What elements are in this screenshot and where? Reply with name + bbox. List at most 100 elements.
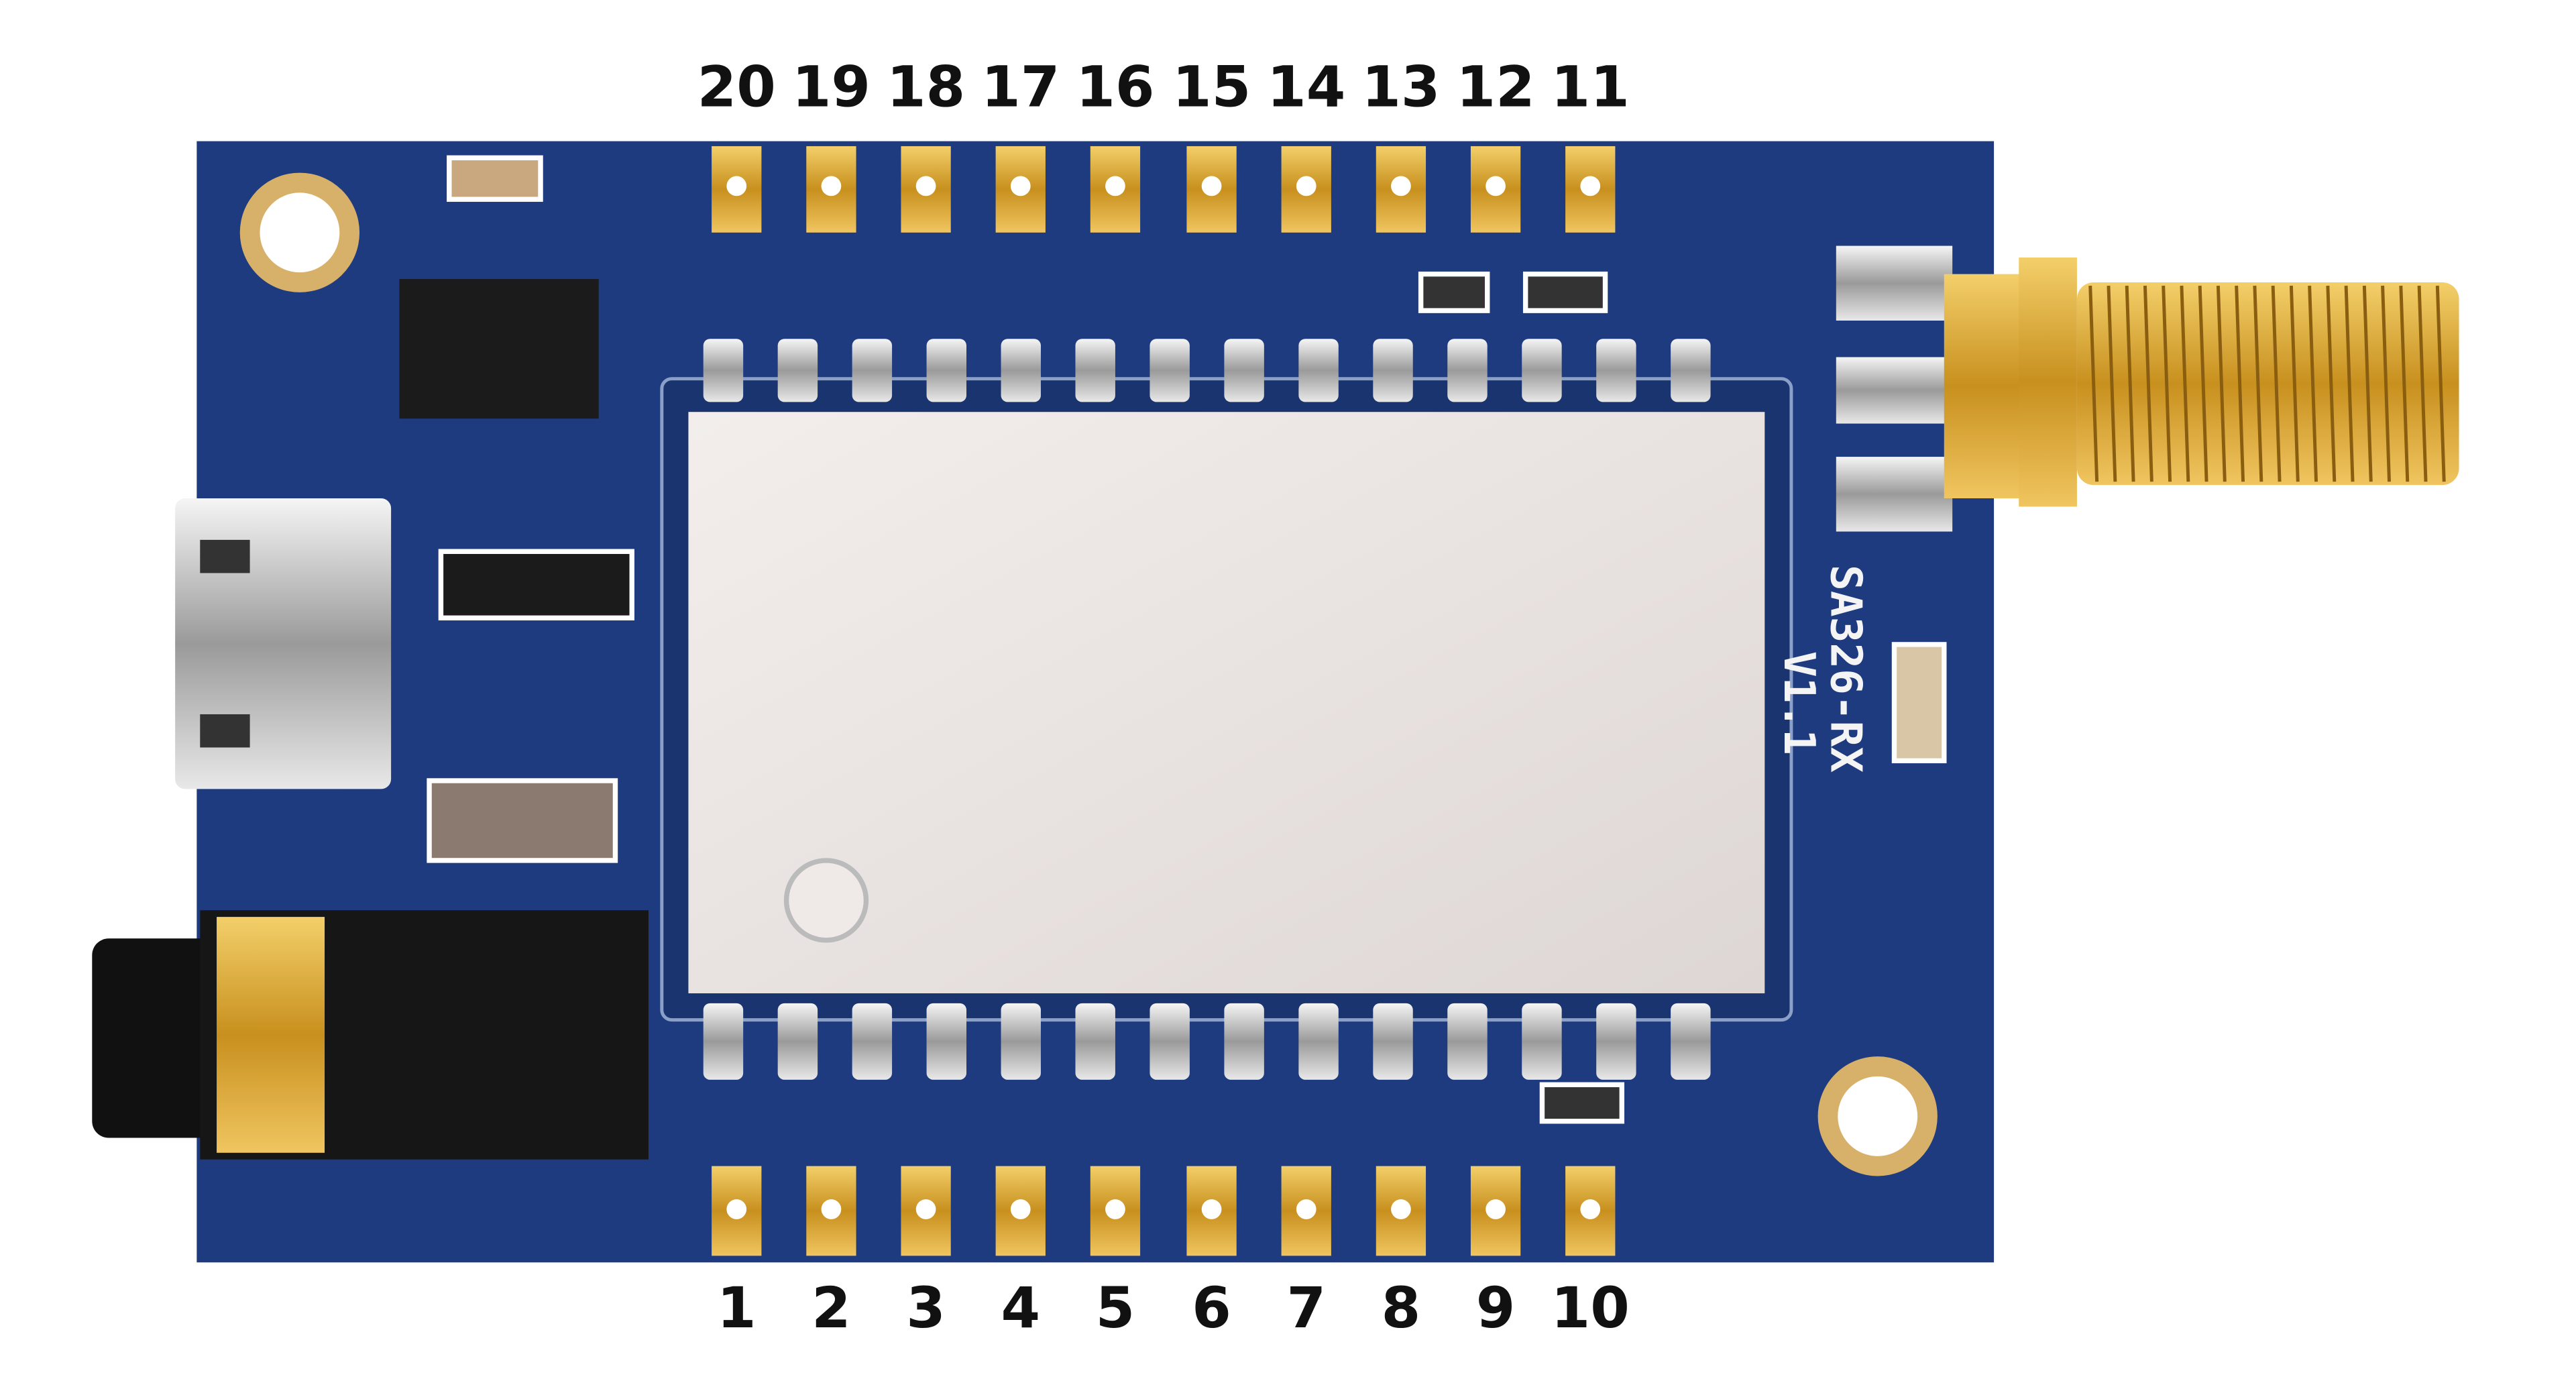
pin-label-top: 11 xyxy=(1551,54,1630,120)
sma-thread xyxy=(2125,285,2135,482)
header-pad-bottom xyxy=(1186,1166,1237,1256)
sma-thread xyxy=(2198,285,2208,482)
pin-label-bottom: 3 xyxy=(906,1275,946,1341)
module-castellation-top xyxy=(1150,339,1190,402)
smd-capacitor xyxy=(447,155,543,202)
header-pad-bottom xyxy=(901,1166,951,1256)
header-pad-bottom xyxy=(1470,1166,1521,1256)
pin-label-top: 17 xyxy=(981,54,1060,120)
module-castellation-top xyxy=(1447,339,1488,402)
module-castellation-bottom xyxy=(1075,1003,1115,1080)
sma-thread xyxy=(2326,285,2337,482)
mounting-hole-center xyxy=(1838,1076,1918,1156)
module-castellation-top xyxy=(1671,339,1711,402)
module-castellation-bottom xyxy=(703,1003,744,1080)
mounting-hole-center xyxy=(260,192,340,273)
module-castellation-bottom xyxy=(1447,1003,1488,1080)
module-castellation-bottom xyxy=(1298,1003,1339,1080)
module-castellation-top xyxy=(1224,339,1264,402)
module-castellation-top xyxy=(1522,339,1562,402)
header-pad-bottom xyxy=(995,1166,1046,1256)
pin-label-top: 15 xyxy=(1172,54,1251,120)
pin-label-bottom: 2 xyxy=(811,1275,851,1341)
sma-thread xyxy=(2399,285,2410,482)
sma-thread xyxy=(2162,285,2172,482)
sma-thread xyxy=(2253,285,2263,482)
header-pad-top xyxy=(995,146,1046,233)
sma-thread xyxy=(2381,285,2391,482)
sma-thread xyxy=(2344,285,2355,482)
module-castellation-bottom xyxy=(926,1003,967,1080)
module-castellation-top xyxy=(852,339,893,402)
module-castellation-bottom xyxy=(1224,1003,1264,1080)
pin-label-top: 18 xyxy=(887,54,965,120)
module-castellation-bottom xyxy=(777,1003,818,1080)
sma-thread xyxy=(2417,285,2428,482)
board-version-text: V1.1 xyxy=(1774,651,1824,755)
module-castellation-bottom xyxy=(1596,1003,1636,1080)
pin-label-bottom: 4 xyxy=(1001,1275,1040,1341)
smd-resistor xyxy=(1522,271,1608,313)
header-pad-bottom xyxy=(1090,1166,1141,1256)
header-pad-top xyxy=(901,146,951,233)
ic-chip xyxy=(399,279,599,419)
module-castellation-bottom xyxy=(1150,1003,1190,1080)
module-castellation-bottom xyxy=(1671,1003,1711,1080)
pin-label-bottom: 9 xyxy=(1476,1275,1516,1341)
micro-usb-connector xyxy=(175,498,392,789)
sma-thread xyxy=(2289,285,2300,482)
pin-label-top: 13 xyxy=(1361,54,1440,120)
sma-thread xyxy=(2107,285,2117,482)
pin-label-top: 20 xyxy=(697,54,776,120)
module-castellation-bottom xyxy=(1001,1003,1041,1080)
header-pad-top xyxy=(1565,146,1616,233)
pin-label-bottom: 10 xyxy=(1551,1275,1630,1341)
module-castellation-top xyxy=(1075,339,1115,402)
module-castellation-top xyxy=(1373,339,1413,402)
board-model-text: SA326-RX xyxy=(1820,565,1870,773)
sma-thread xyxy=(2088,285,2099,482)
sma-thread xyxy=(2271,285,2282,482)
pin-label-top: 16 xyxy=(1076,54,1154,120)
header-pad-bottom xyxy=(1281,1166,1331,1256)
module-castellation-bottom xyxy=(852,1003,893,1080)
pin-label-top: 14 xyxy=(1267,54,1345,120)
sma-thread xyxy=(2216,285,2227,482)
shield-dimple xyxy=(783,858,869,943)
audio-jack xyxy=(92,910,649,1160)
header-pad-top xyxy=(1090,146,1141,233)
module-castellation-bottom xyxy=(1522,1003,1562,1080)
module-castellation-top xyxy=(777,339,818,402)
header-pad-bottom xyxy=(1565,1166,1616,1256)
header-pad-bottom xyxy=(1376,1166,1426,1256)
module-castellation-bottom xyxy=(1373,1003,1413,1080)
sma-thread xyxy=(2308,285,2318,482)
header-pad-top xyxy=(806,146,856,233)
pin-label-bottom: 5 xyxy=(1096,1275,1135,1341)
sma-thread xyxy=(2362,285,2373,482)
smd-resistor xyxy=(1539,1082,1625,1124)
smd-resistor xyxy=(1418,271,1490,313)
module-castellation-top xyxy=(926,339,967,402)
pin-label-bottom: 6 xyxy=(1192,1275,1231,1341)
sma-thread xyxy=(2180,285,2190,482)
header-pad-top xyxy=(1470,146,1521,233)
header-pad-top xyxy=(1281,146,1331,233)
pin-label-bottom: 7 xyxy=(1286,1275,1326,1341)
module-castellation-top xyxy=(703,339,744,402)
module-castellation-top xyxy=(1596,339,1636,402)
header-pad-top xyxy=(1186,146,1237,233)
module-castellation-top xyxy=(1298,339,1339,402)
sma-thread xyxy=(2143,285,2153,482)
header-pad-top xyxy=(1376,146,1426,233)
pin-label-bottom: 8 xyxy=(1382,1275,1421,1341)
sma-thread xyxy=(2435,285,2446,482)
smd-inductor xyxy=(427,778,618,863)
pin-label-top: 12 xyxy=(1457,54,1535,120)
pin-label-bottom: 1 xyxy=(717,1275,757,1341)
module-castellation-top xyxy=(1001,339,1041,402)
pin-label-top: 19 xyxy=(792,54,871,120)
sma-thread xyxy=(2235,285,2245,482)
smd-transistor xyxy=(438,549,634,621)
